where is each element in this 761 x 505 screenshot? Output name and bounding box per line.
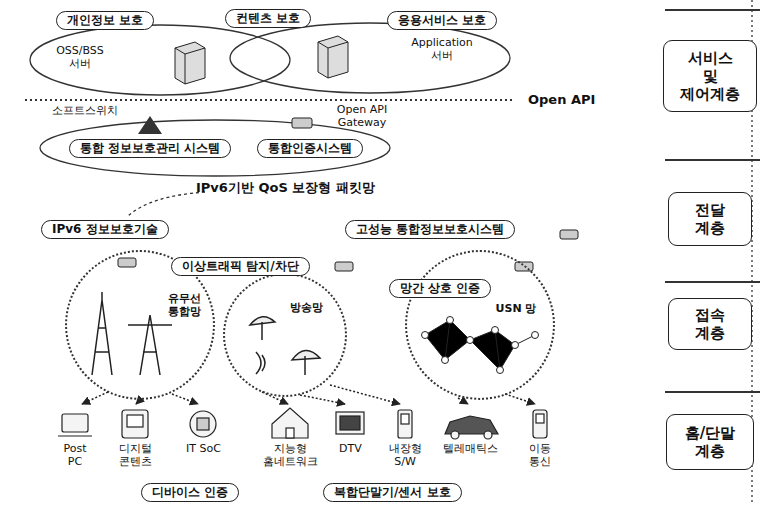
server-icon [175, 36, 348, 84]
layer-tick [665, 9, 760, 11]
label-text: 지능형 홈네트워크 [263, 442, 318, 468]
label-text: 소프트스위치 [52, 104, 118, 117]
text-label: IT SoC [186, 442, 221, 455]
label-text: OSS/BSS 서버 [56, 44, 104, 70]
text-label: 지능형 홈네트워크 [259, 442, 321, 468]
node-text: 디바이스 인증 [152, 485, 228, 499]
node-text: 서비스 및 제어계층 [680, 49, 741, 103]
node-text: IPv6 정보보호기술 [52, 222, 158, 236]
region-ellipse [40, 120, 390, 176]
text-label: Open API Gateway [333, 103, 391, 129]
security-pill: 고성능 통합정보보호시스템 [345, 220, 515, 239]
network-circle: USN 망 [405, 250, 555, 400]
layer-box: 전달 계층 [668, 192, 752, 246]
node-text: 고성능 통합정보보호시스템 [356, 222, 504, 236]
text-label: 디지털 콘텐츠 [112, 442, 158, 468]
region-ellipse [30, 25, 290, 95]
label-text: IT SoC [186, 442, 221, 455]
text-label: Open API [528, 92, 595, 108]
node-text: 접속 계층 [693, 306, 728, 342]
label-text: 내장형 S/W [389, 442, 422, 468]
node-text: 통합인증시스템 [268, 141, 352, 155]
node-text: 전달 계층 [693, 201, 728, 237]
layer-box: 서비스 및 제어계층 [663, 40, 757, 112]
text-label: Post PC [59, 442, 91, 468]
label-text: DTV [339, 442, 362, 455]
label-text: 디지털 콘텐츠 [119, 442, 152, 468]
label-text: Application 서버 [411, 36, 472, 62]
network-circle: 방송망 [223, 273, 347, 397]
node-text: 응용서비스 보호 [398, 13, 486, 27]
security-pill: 컨텐츠 보호 [225, 9, 311, 28]
text-label: 내장형 S/W [385, 442, 425, 468]
api-line [25, 99, 515, 101]
label-text: Open API Gateway [337, 103, 387, 129]
layer-tick [665, 391, 760, 393]
label-text: Post PC [63, 442, 86, 468]
region-ellipse [230, 23, 510, 93]
text-label: Application 서버 [409, 36, 475, 62]
layer-tick [665, 159, 760, 161]
layer-box: 홈/단말 계층 [666, 414, 754, 470]
node-text: 통합 정보보호관리 시스템 [80, 141, 220, 155]
security-pill: 응용서비스 보호 [387, 11, 497, 30]
text-label: IPv6기반 QoS 보장형 패킷망 [196, 180, 375, 196]
label-text: IPv6기반 QoS 보장형 패킷망 [196, 180, 375, 195]
node-text: 이상트래픽 탐지/차단 [182, 259, 299, 273]
tower-icon [92, 292, 172, 375]
security-pill: 망간 상호 인증 [389, 279, 491, 298]
leader-line [128, 192, 205, 216]
text-label: 소프트스위치 [52, 104, 118, 117]
security-pill: 통합인증시스템 [257, 139, 363, 158]
node-text: 홈/단말 계층 [683, 424, 737, 460]
node-text: 방송망 [283, 301, 329, 314]
security-pill: 디바이스 인증 [141, 483, 239, 502]
node-text: 망간 상호 인증 [400, 281, 480, 295]
security-pill: 개인정보 보호 [56, 11, 154, 30]
security-pill: 복합단말기/센서 보호 [323, 483, 462, 502]
softswitch-icon [138, 116, 162, 134]
label-text: 이동 통신 [529, 442, 551, 468]
node-text: 복합단말기/센서 보호 [334, 485, 451, 499]
security-pill: 통합 정보보호관리 시스템 [69, 139, 231, 158]
broadcast-icon [250, 317, 320, 375]
link-arrow [82, 385, 535, 404]
layer-box: 접속 계층 [668, 298, 752, 350]
device-icon [58, 408, 547, 439]
text-label: 텔레매틱스 [443, 442, 498, 455]
label-text: Open API [528, 92, 595, 107]
layer-tick [665, 281, 760, 283]
node-text: 유무선 통합망 [162, 292, 206, 318]
text-label: OSS/BSS 서버 [51, 44, 109, 70]
text-label: DTV [339, 442, 362, 455]
label-text: 텔레매틱스 [443, 442, 498, 455]
text-label: 이동 통신 [527, 442, 553, 468]
node-text: USN 망 [492, 302, 540, 315]
node-text: 컨텐츠 보호 [236, 11, 300, 25]
node-text: 개인정보 보호 [67, 13, 143, 27]
security-pill: 이상트래픽 탐지/차단 [171, 257, 310, 276]
security-pill: IPv6 정보보호기술 [41, 220, 169, 239]
sensor-network [422, 317, 539, 374]
